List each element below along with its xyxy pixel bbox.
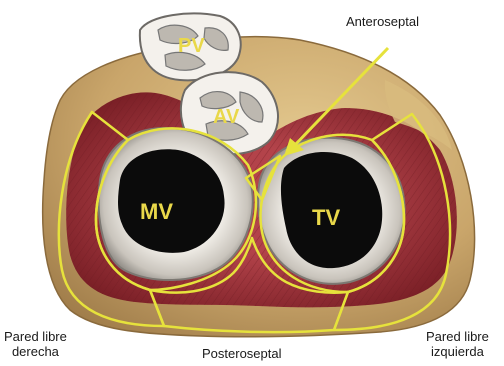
tv-label: TV	[312, 205, 340, 230]
right-free-wall-label-line1: Pared libre	[4, 329, 67, 344]
av-label: AV	[213, 106, 240, 128]
mitral-valve: MV	[99, 128, 253, 280]
left-free-wall-label-line2: izquierda	[426, 344, 489, 359]
pv-label: PV	[178, 35, 205, 57]
posteroseptal-label: Posteroseptal	[202, 346, 282, 361]
right-free-wall-label-line2: derecha	[4, 344, 67, 359]
right-free-wall-label: Pared libre derecha	[4, 329, 67, 359]
mv-label: MV	[140, 199, 173, 224]
pulmonary-valve: PV	[140, 14, 241, 81]
anteroseptal-label: Anteroseptal	[346, 14, 419, 29]
left-free-wall-label-line1: Pared libre	[426, 329, 489, 344]
left-free-wall-label: Pared libre izquierda	[426, 329, 489, 359]
